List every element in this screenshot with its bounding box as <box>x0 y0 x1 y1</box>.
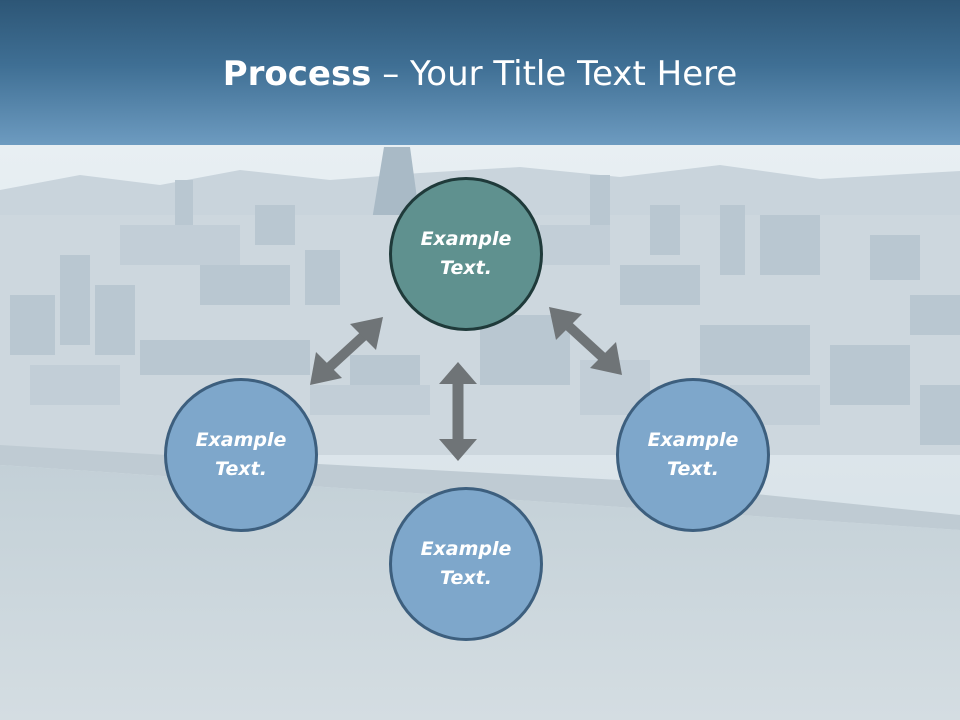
title-banner: Process – Your Title Text Here <box>0 0 960 145</box>
double-arrow-icon-vertical <box>439 362 477 461</box>
process-node-left: Example Text. <box>164 378 318 532</box>
slide-title: Process – Your Title Text Here <box>0 52 960 96</box>
process-node-right: Example Text. <box>616 378 770 532</box>
double-arrow-icon-top-left <box>310 317 383 385</box>
process-node-left-label: Example Text. <box>195 429 287 480</box>
process-node-top-label: Example Text. <box>420 228 512 279</box>
process-node-bottom-label: Example Text. <box>420 538 512 589</box>
process-node-top: Example Text. <box>389 177 543 331</box>
process-node-right-label: Example Text. <box>647 429 739 480</box>
title-bold: Process <box>222 54 372 94</box>
double-arrow-icon-top-right <box>549 307 622 375</box>
title-rest: – Your Title Text Here <box>371 54 738 94</box>
process-node-bottom: Example Text. <box>389 487 543 641</box>
